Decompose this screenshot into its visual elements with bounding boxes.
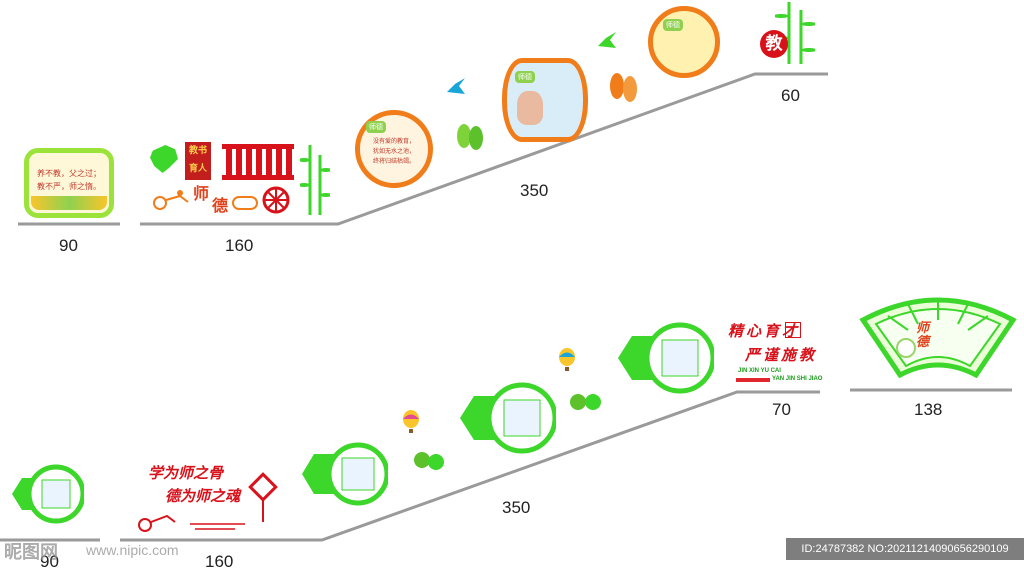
dim-row2-160: 160 bbox=[205, 552, 234, 571]
hot-air-balloon-icon bbox=[402, 410, 420, 434]
circle-line-2: 犹如无水之池， bbox=[372, 148, 415, 155]
calligraphy-line-1: 学为师之骨 bbox=[148, 464, 224, 482]
circle-panel: 师德 没有爱的教育， 犹如无水之池， 终将归结枯竭。 bbox=[355, 110, 433, 188]
cloud-icon bbox=[232, 196, 258, 210]
proverb-line-2: 教不严，师之惰。 bbox=[37, 182, 101, 191]
round-panel: 师德 bbox=[648, 6, 720, 78]
hands-dove-icon bbox=[517, 91, 543, 125]
dim-row1-160: 160 bbox=[225, 236, 254, 255]
dim-row2-350: 350 bbox=[502, 498, 531, 517]
de-character: 德 bbox=[212, 196, 229, 215]
fan-text: 师德 bbox=[916, 321, 930, 350]
round-panel-tag: 师德 bbox=[663, 19, 683, 31]
bamboo-icon bbox=[298, 140, 332, 215]
bamboo-scroll-icon bbox=[222, 142, 294, 182]
dim-row1-350: 350 bbox=[520, 181, 549, 200]
pinyin-line-1: JIN XIN YU CAI bbox=[738, 368, 781, 374]
orange-trees-icon bbox=[608, 72, 640, 106]
hex-lattice-panel-1 bbox=[12, 458, 86, 530]
green-trees-icon-2 bbox=[412, 450, 446, 478]
swallow-icon bbox=[445, 76, 467, 96]
dim-row2-90: 90 bbox=[40, 552, 59, 571]
flower-strip bbox=[31, 196, 107, 210]
jiao-seal: 教 bbox=[760, 30, 788, 58]
circle-line-1: 没有爱的教育， bbox=[372, 138, 415, 145]
circle-line-3: 终将归结枯竭。 bbox=[372, 158, 415, 165]
dim-row1-90: 90 bbox=[59, 236, 78, 255]
scroll-panel-tag: 师德 bbox=[515, 71, 535, 83]
chinese-knot-icon bbox=[248, 470, 278, 525]
chariot-icon-2 bbox=[135, 508, 255, 534]
green-trees-icon bbox=[455, 122, 485, 154]
watermark-id: ID:24787382 NO:20211214090656290109 bbox=[786, 538, 1024, 560]
swallow-icon-2 bbox=[596, 30, 618, 50]
green-trees-icon-3 bbox=[568, 390, 604, 418]
hex-lattice-panel-2 bbox=[302, 438, 390, 510]
pinyin-line-2: YAN JIN SHI JIAO bbox=[772, 376, 823, 382]
shi-character: 师 bbox=[193, 184, 210, 203]
motto-seal bbox=[785, 322, 801, 338]
motto-line-2: 严谨施教 bbox=[745, 346, 818, 364]
motto-line-1: 精心育才 bbox=[728, 322, 801, 340]
hex-lattice-panel-3 bbox=[460, 378, 558, 458]
proverb-panel: 养不教，父之过； 教不严，师之惰。 bbox=[24, 148, 114, 218]
chariot-icon bbox=[150, 188, 190, 210]
dim-row2-70: 70 bbox=[772, 400, 791, 419]
calligraphy-line-2: 德为师之魂 bbox=[165, 487, 241, 505]
watermark-site: www.nipic.com bbox=[86, 542, 179, 558]
circle-panel-tag: 师德 bbox=[366, 121, 386, 133]
pinyin-bar bbox=[736, 378, 770, 382]
scroll-panel: 师德 bbox=[502, 58, 588, 142]
wheel-icon bbox=[262, 186, 290, 214]
watermark-logo: 昵图网 bbox=[4, 542, 58, 563]
dim-row1-60: 60 bbox=[781, 86, 800, 105]
fan-panel bbox=[858, 290, 1018, 379]
hex-lattice-panel-4 bbox=[618, 318, 716, 398]
dim-row2-138: 138 bbox=[914, 400, 943, 419]
hot-air-balloon-icon-2 bbox=[558, 348, 576, 372]
proverb-line-1: 养不教，父之过； bbox=[37, 169, 101, 178]
vertical-badge: 教书育人 bbox=[185, 142, 211, 180]
